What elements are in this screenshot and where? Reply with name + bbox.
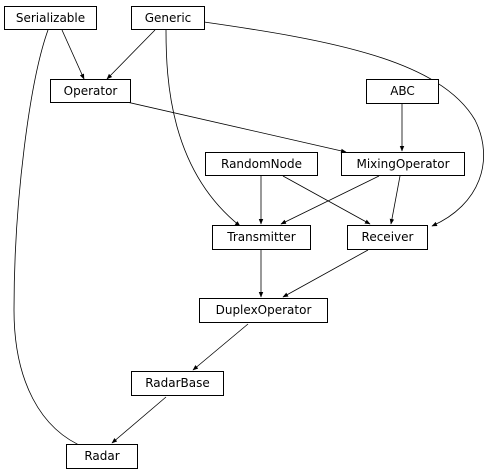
- node-label-radarbase: RadarBase: [145, 376, 210, 390]
- node-label-mixingoperator: MixingOperator: [356, 157, 449, 171]
- edge-generic-receiver: [203, 21, 484, 227]
- edges: [13, 21, 484, 449]
- node-operator: Operator: [50, 79, 131, 103]
- node-label-generic: Generic: [145, 11, 192, 25]
- edge-operator-mixingoperator: [117, 99, 347, 154]
- node-label-duplexoperator: DuplexOperator: [216, 303, 312, 317]
- edge-serializable-radar: [13, 29, 87, 449]
- node-label-randomnode: RandomNode: [221, 157, 302, 171]
- node-randomnode: RandomNode: [205, 152, 318, 176]
- edge-mixingoperator-receiver: [389, 175, 401, 225]
- node-mixingoperator: MixingOperator: [341, 152, 465, 176]
- node-radar: Radar: [66, 444, 138, 469]
- node-receiver: Receiver: [347, 225, 428, 250]
- node-label-receiver: Receiver: [362, 230, 414, 244]
- edge-generic-transmitter: [165, 29, 241, 227]
- node-transmitter: Transmitter: [212, 225, 311, 250]
- node-label-radar: Radar: [84, 449, 119, 463]
- node-abc: ABC: [366, 79, 439, 104]
- node-serializable: Serializable: [4, 6, 97, 30]
- edge-receiver-duplexoperator: [282, 249, 369, 298]
- edge-generic-operator: [106, 29, 156, 80]
- nodes: Serializable Generic Operator ABC Random…: [4, 6, 465, 469]
- node-duplexoperator: DuplexOperator: [199, 298, 328, 323]
- edge-serializable-operator: [61, 29, 85, 80]
- node-generic: Generic: [131, 6, 205, 30]
- edge-radarbase-radar: [111, 396, 167, 444]
- edge-duplexoperator-radarbase: [192, 323, 249, 371]
- node-label-transmitter: Transmitter: [226, 230, 296, 244]
- edge-mixingoperator-transmitter: [280, 175, 380, 225]
- node-label-serializable: Serializable: [16, 11, 85, 25]
- node-label-abc: ABC: [390, 84, 415, 98]
- edge-randomnode-receiver: [282, 175, 371, 225]
- node-label-operator: Operator: [64, 84, 118, 98]
- node-radarbase: RadarBase: [131, 371, 224, 396]
